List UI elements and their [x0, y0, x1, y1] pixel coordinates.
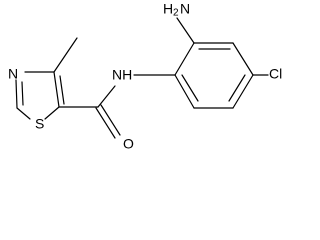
- ring-bond-c3-c4: [232, 42, 254, 76]
- amino-nitrogen-label: N: [180, 1, 190, 17]
- ring-double-bond-3: [181, 74, 199, 102]
- ring-bond-c4-c5: [232, 74, 254, 109]
- amide-nitrogen-label: NH: [112, 67, 132, 83]
- thiazole-sulfur-label: S: [35, 116, 44, 132]
- bond-to-methyl: [53, 37, 78, 73]
- chloro-label: Cl: [269, 66, 282, 82]
- molecule-svg: H 2 N Cl NH O N S: [8, 1, 282, 152]
- thiazole-bond-c2-s1: [16, 107, 31, 120]
- atom-labels: H 2 N Cl NH O N S: [8, 1, 282, 152]
- thiazole-bond-n3-c2: [15, 79, 18, 109]
- thiazole-bond-c5-c4: [53, 71, 60, 108]
- structure-diagram: H 2 N Cl NH O N S: [8, 0, 283, 152]
- bond-lines: [15, 17, 269, 139]
- amino-hydrogen-label: H: [163, 1, 173, 17]
- ring-bond-c6-c1: [174, 74, 195, 109]
- bond-amide-n-to-carbonyl: [97, 85, 116, 108]
- thiazole-bond-s1-c5: [44, 106, 60, 120]
- ring-double-bond-2: [228, 74, 246, 102]
- carbonyl-oxygen-label: O: [123, 136, 134, 152]
- carbonyl-bond-a: [95, 107, 116, 139]
- carbonyl-bond-b: [100, 104, 121, 136]
- thiazole-nitrogen-label: N: [8, 66, 18, 82]
- thiazole-double-n3-c2: [21, 81, 24, 106]
- amino-hydrogen-count-label: 2: [173, 8, 179, 19]
- bond-to-amino: [176, 17, 195, 44]
- thiazole-double-c5-c4: [59, 75, 65, 105]
- ring-bond-c1-c2: [174, 42, 195, 76]
